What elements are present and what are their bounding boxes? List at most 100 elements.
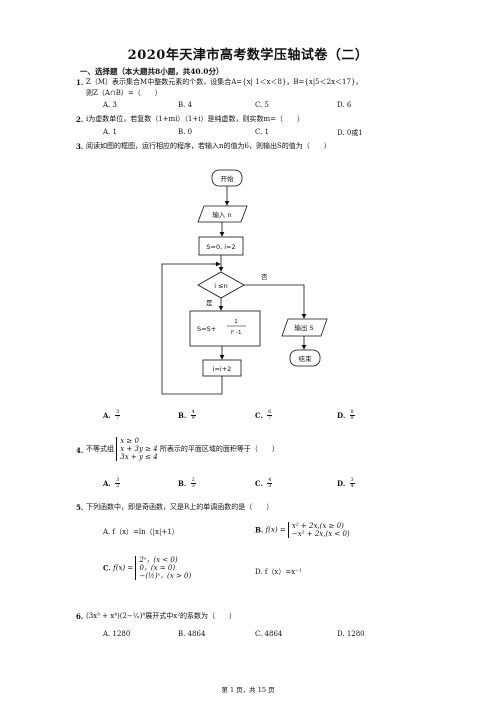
option-a[interactable]: A. f（x）=ln（|x|+1） [103, 528, 179, 536]
option-d[interactable]: D. f（x）=x⁻¹ [255, 568, 302, 576]
fraction-num: 4 [267, 477, 273, 484]
question-number: 3. [76, 142, 84, 151]
option-label: B. [178, 410, 187, 420]
option-label: B. [178, 478, 187, 488]
function-lhs: f(x) = [265, 526, 286, 534]
option-c[interactable]: C. 1 [255, 128, 270, 136]
fraction-den: 3 [268, 483, 272, 489]
option-label: C. [103, 563, 111, 573]
output-label: 输出 S [294, 323, 313, 332]
fraction-den: 4 [350, 483, 354, 489]
option-label: A. [103, 410, 111, 420]
question-1: 1. Z（M）表示集合M中整数元素的个数，设集合A={x| 1＜x＜8}，B={… [76, 78, 363, 87]
section-heading: 一、选择题（本大题共8小题，共40.0分） [80, 67, 224, 76]
option-d[interactable]: D. 0或1 [337, 129, 363, 137]
yes-label: 是 [206, 299, 213, 307]
option-d[interactable]: D. 1280 [337, 630, 365, 638]
init-label: S=0, i=2 [206, 243, 235, 251]
inequality: x + 3y ≥ 4 [120, 445, 158, 453]
question-3: 3. 阅读如图的框图，运行相应的程序，若输入n的值为6，则输出S的值为（ ） [76, 142, 331, 151]
question-number: 2. [76, 115, 84, 124]
case: 0，(x = 0) [139, 564, 176, 572]
fraction-den: 3 [191, 483, 195, 489]
option-label: D. [337, 410, 346, 420]
fraction-num: 4 [190, 409, 196, 416]
piecewise-cases: 2ˣ，(x < 0) 0，(x = 0) −(½)ˣ，(x > 0) [135, 556, 191, 580]
option-a[interactable]: A. 3 [103, 101, 117, 109]
option-b[interactable]: B. 0 [178, 128, 193, 136]
update-s-num: 1 [234, 319, 238, 325]
option-label: C. [255, 410, 263, 420]
option-a[interactable]: A. 1 [103, 128, 117, 136]
option-c[interactable]: C. 4864 [255, 630, 283, 638]
fraction-num: 3 [115, 477, 121, 484]
question-1-line2: 则Z（A∩B）=（ ） [86, 89, 162, 97]
question-text: 阅读如图的框图，运行相应的程序，若输入n的值为6，则输出S的值为（ ） [86, 142, 331, 150]
option-label: C. [255, 478, 263, 488]
input-node [197, 205, 248, 223]
update-s-node [189, 310, 261, 347]
option-c[interactable]: C. 5 [255, 101, 270, 109]
option-label: A. [103, 478, 111, 488]
case: −(½)ˣ，(x > 0) [139, 572, 192, 580]
piecewise-cases: x² + 2x,(x ≥ 0) −x² + 2x,(x < 0) [287, 522, 350, 538]
option-b[interactable]: B. 4864 [178, 630, 206, 638]
question-text: Z（M）表示集合M中整数元素的个数，设集合A={x| 1＜x＜8}，B={x|5… [86, 78, 363, 86]
question-6-options: A. 1280 B. 4864 C. 4864 D. 1280 [103, 630, 433, 640]
fraction-num: 3 [115, 409, 121, 416]
fraction-den: 7 [268, 415, 272, 421]
option-d[interactable]: D. 6 [337, 101, 352, 109]
question-text: 下列函数中，即是奇函数，又是R上的单调函数的是（ ） [86, 503, 274, 511]
question-2-options: A. 1 B. 0 C. 1 D. 0或1 [103, 128, 433, 138]
question-text: (3x³ + x⁴)(2−¹⁄ₓ)⁸展开式中x²的系数为（ ） [86, 612, 237, 620]
case: −x² + 2x,(x < 0) [291, 530, 350, 538]
question-5-options-row1: A. f（x）=ln（|x|+1） B. f(x) = x² + 2x,(x ≥… [103, 522, 443, 542]
page-footer: 第 1 页，共 15 页 [221, 686, 275, 694]
question-number: 6. [76, 612, 84, 621]
option-b[interactable]: B. 4 [178, 101, 193, 109]
option-c[interactable]: C. f(x) = 2ˣ，(x < 0) 0，(x = 0) −(½)ˣ，(x … [103, 556, 191, 580]
option-label: B. [255, 525, 264, 535]
output-node [281, 318, 328, 337]
fraction-num: 6 [267, 409, 273, 416]
condition-label: i ≤n [214, 282, 227, 290]
start-label: 开始 [221, 174, 235, 183]
fraction-num: 8 [349, 409, 355, 416]
question-5: 5. 下列函数中，即是奇函数，又是R上的单调函数的是（ ） [76, 503, 274, 512]
fraction-den: 9 [350, 415, 354, 421]
function-lhs: f(x) = [113, 564, 134, 572]
question-6: 6. (3x³ + x⁴)(2−¹⁄ₓ)⁸展开式中x²的系数为（ ） [76, 612, 237, 621]
no-label: 否 [261, 273, 268, 281]
question-suffix: 所表示的平面区域的面积等于（ ） [159, 444, 279, 453]
option-a[interactable]: A. 1280 [103, 630, 131, 638]
update-i-label: i=i+2 [213, 365, 232, 373]
question-2: 2. i为虚数单位，若复数（1+mi）（1+i）是纯虚数，则实数m=（ ） [76, 115, 304, 124]
inequality-system: x ≥ 0 x + 3y ≥ 4 3x + y ≤ 4 [116, 437, 158, 461]
inequality: 3x + y ≤ 4 [120, 453, 158, 461]
input-label: 输入 n [212, 210, 231, 219]
question-5-options-row2: C. f(x) = 2ˣ，(x < 0) 0，(x = 0) −(½)ˣ，(x … [103, 556, 443, 584]
option-b[interactable]: B. f(x) = x² + 2x,(x ≥ 0) −x² + 2x,(x < … [255, 522, 350, 538]
case: x² + 2x,(x ≥ 0) [291, 522, 344, 530]
update-s-prefix: S=S+ [197, 325, 216, 333]
question-prefix: 不等式组 [86, 444, 114, 453]
question-number: 5. [76, 503, 84, 512]
